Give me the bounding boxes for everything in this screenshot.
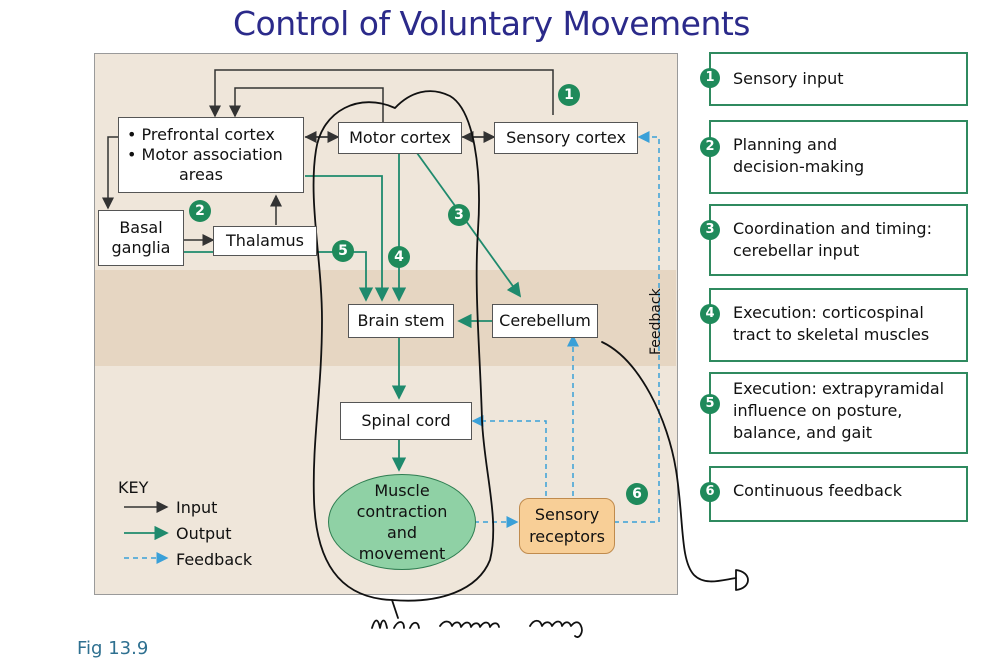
feedback-axis-label: Feedback (648, 288, 664, 355)
legend-item-1: 1 Sensory input (700, 52, 968, 106)
basal-ganglia-box: Basal ganglia (98, 210, 184, 266)
legend-badge-4: 4 (700, 304, 720, 324)
handwritten-arrow-curve (601, 341, 737, 583)
feedback-arrow-receptors-sensory (614, 131, 660, 523)
legend-badge-2: 2 (700, 137, 720, 157)
motor-cortex-box: Motor cortex (338, 122, 462, 154)
diagram-badge-3: 3 (448, 204, 470, 226)
legend-badge-5: 5 (700, 394, 720, 414)
page-title: Control of Voluntary Movements (232, 4, 751, 43)
sensory-receptors-line-1: Sensory (534, 505, 600, 524)
muscle-line-3: and (386, 523, 418, 542)
input-arrow-prefrontal-basal (102, 136, 118, 210)
cerebellum-box: Cerebellum (492, 304, 598, 338)
legend-text-5: Execution: extrapyramidal influence on p… (733, 379, 945, 442)
prefrontal-line-2: • Motor association (127, 145, 283, 164)
legend-text-6: Continuous feedback (733, 481, 902, 500)
legend-text-1: Sensory input (733, 69, 844, 88)
key-title: KEY (118, 478, 149, 497)
legend-item-4: 4 Execution: corticospinal tract to skel… (700, 288, 968, 362)
spinal-cord-box: Spinal cord (340, 402, 472, 440)
diagram-badge-5: 5 (332, 240, 354, 262)
output-arrow-motor-cerebellum (416, 152, 522, 298)
diagram-badge-4: 4 (388, 246, 410, 268)
legend-item-3: 3 Coordination and timing: cerebellar in… (700, 204, 968, 276)
legend-text-3: Coordination and timing: cerebellar inpu… (733, 219, 932, 260)
figure-label: Fig 13.9 (77, 638, 149, 659)
muscle-contraction-ellipse: Muscle contraction and movement (328, 474, 476, 570)
diagram-badge-1: 1 (558, 84, 580, 106)
legend-badge-3: 3 (700, 220, 720, 240)
legend-item-2: 2 Planning and decision-making (700, 120, 968, 194)
muscle-line-2: contraction (356, 502, 448, 521)
key-output-label: Output (176, 524, 232, 543)
prefrontal-line-3: areas (179, 165, 224, 184)
sensory-receptors-line-2: receptors (529, 527, 605, 546)
key-feedback-label: Feedback (176, 550, 253, 569)
handwritten-d (735, 569, 749, 591)
prefrontal-line-1: • Prefrontal cortex (127, 125, 275, 144)
basal-ganglia-line-1: Basal (119, 218, 163, 237)
feedback-arrow-receptors-spinal (471, 415, 547, 496)
diagram-badge-2: 2 (189, 200, 211, 222)
basal-ganglia-line-2: ganglia (111, 238, 171, 257)
thalamus-box: Thalamus (213, 226, 317, 256)
sensory-receptors-box: Sensory receptors (519, 498, 615, 554)
legend-badge-6: 6 (700, 482, 720, 502)
muscle-line-4: movement (358, 544, 446, 563)
output-arrow-prefrontal-brainstem (305, 175, 390, 302)
legend-text-4: Execution: corticospinal tract to skelet… (733, 303, 930, 344)
legend-badge-1: 1 (700, 68, 720, 88)
legend-item-5: 5 Execution: extrapyramidal influence on… (700, 372, 968, 454)
handwritten-tail (391, 599, 399, 619)
input-arrow-motor-to-prefrontal (229, 87, 384, 122)
prefrontal-box: • Prefrontal cortex • Motor association … (118, 117, 304, 193)
key-input-label: Input (176, 498, 218, 517)
muscle-line-1: Muscle (374, 481, 430, 500)
input-arrow-sensory-to-prefrontal (209, 69, 554, 118)
legend-item-6: 6 Continuous feedback (700, 466, 968, 522)
brain-stem-box: Brain stem (348, 304, 454, 338)
legend-text-2: Planning and decision-making (733, 135, 865, 176)
sensory-cortex-box: Sensory cortex (494, 122, 638, 154)
diagram-badge-6: 6 (626, 483, 648, 505)
handwritten-note-scribble (371, 619, 583, 638)
